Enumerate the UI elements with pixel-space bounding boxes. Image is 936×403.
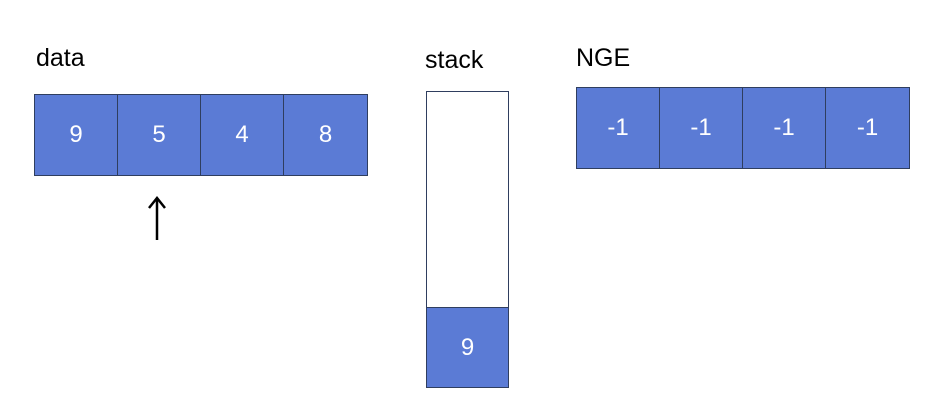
data-cell: 5	[118, 95, 201, 175]
nge-cell: -1	[826, 88, 909, 168]
data-cell: 8	[284, 95, 367, 175]
stack-container: 9	[426, 91, 509, 388]
stack-label: stack	[425, 46, 484, 74]
nge-cell: -1	[577, 88, 660, 168]
nge-cell: -1	[743, 88, 826, 168]
pointer-arrow-icon	[148, 195, 166, 240]
nge-label: NGE	[576, 44, 631, 72]
data-label: data	[36, 44, 85, 72]
stack-item: 9	[427, 307, 508, 387]
data-cell: 9	[35, 95, 118, 175]
nge-cell: -1	[660, 88, 743, 168]
data-cell: 4	[201, 95, 284, 175]
nge-array: -1-1-1-1	[576, 87, 910, 169]
